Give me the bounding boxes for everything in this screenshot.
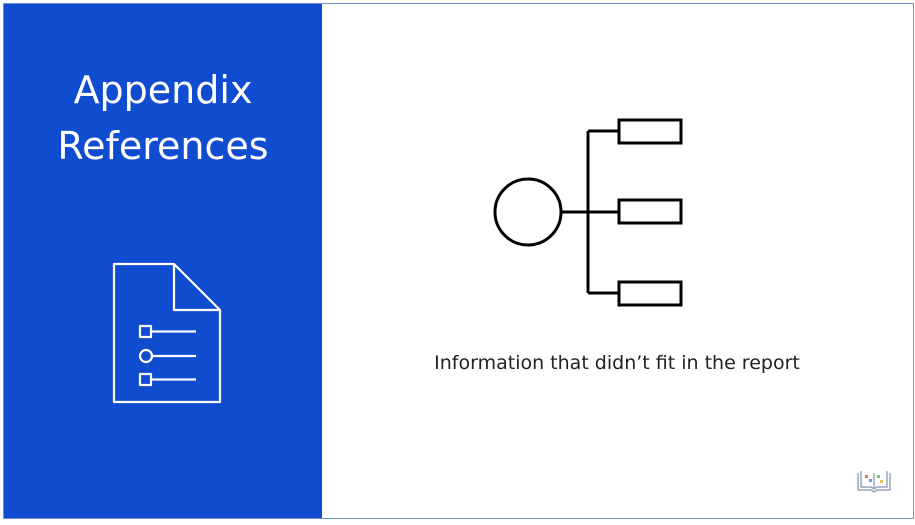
slide-caption: Information that didn’t fit in the repor… (434, 352, 800, 374)
document-checklist-icon (112, 262, 222, 404)
slide: Appendix References (3, 3, 914, 519)
hierarchy-tree-icon (493, 118, 683, 307)
title-line-1: Appendix (73, 68, 253, 112)
title-line-2: References (57, 124, 269, 168)
book-logo-icon (857, 471, 891, 493)
left-panel: Appendix References (4, 4, 322, 518)
slide-title: Appendix References (4, 62, 322, 174)
